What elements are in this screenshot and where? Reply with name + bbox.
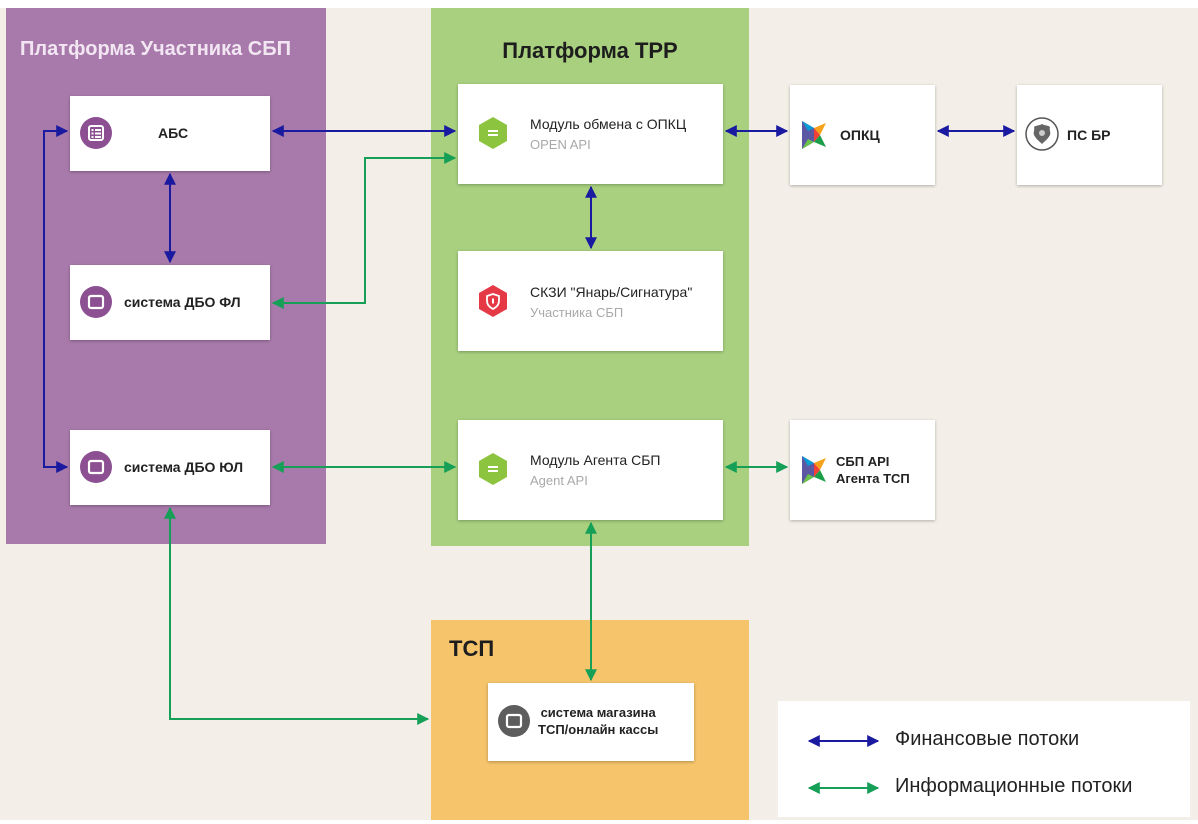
agent-module-api-label: Agent API [530, 473, 588, 488]
sbp-api-label: СБП API Агента ТСП [836, 453, 910, 487]
skzi-label: СКЗИ "Янарь/Сигнатура" [530, 284, 693, 300]
dbo-fl-label: система ДБО ФЛ [124, 294, 241, 310]
shop-line2: ТСП/онлайн кассы [538, 722, 659, 737]
window-icon [498, 705, 530, 737]
skzi-sub-label: Участника СБП [530, 305, 624, 320]
shop-system-node[interactable]: система магазина ТСП/онлайн кассы [488, 683, 694, 761]
sbp-api-line2: Агента ТСП [836, 471, 910, 486]
dbo-ul-label: система ДБО ЮЛ [124, 459, 244, 475]
sbp-logo-icon [798, 454, 830, 486]
sbp-api-agent-node[interactable]: СБП API Агента ТСП [790, 420, 935, 520]
legend-informational-label: Информационные потоки [895, 775, 1133, 797]
shop-line1: система магазина [540, 705, 656, 720]
dbo-fl-node[interactable]: система ДБО ФЛ [70, 265, 270, 340]
sbp-logo-icon [798, 119, 830, 151]
legend: Финансовые потоки Информационные потоки [778, 701, 1190, 817]
list-icon [80, 117, 112, 149]
dbo-ul-node[interactable]: система ДБО ЮЛ [70, 430, 270, 505]
opkc-node[interactable]: ОПКЦ [790, 85, 935, 185]
sbp-api-line1: СБП API [836, 454, 890, 469]
bank-of-russia-emblem-icon [1025, 117, 1059, 151]
opkc-label: ОПКЦ [840, 127, 880, 143]
opkc-module-api-label: OPEN API [530, 137, 591, 152]
dbo-fl-opkc-module-info-arrow [271, 152, 457, 309]
sbp-agent-module-node[interactable]: Модуль Агента СБП Agent API [458, 420, 723, 520]
hexagon-module-icon [478, 116, 508, 150]
dbo-ul-tsp-info-arrow [164, 506, 430, 725]
skzi-node[interactable]: СКЗИ "Янарь/Сигнатура" Участника СБП [458, 251, 723, 351]
tsp-title: ТСП [449, 636, 495, 661]
shield-hexagon-icon [478, 284, 508, 318]
legend-financial-label: Финансовые потоки [895, 728, 1080, 750]
participant-platform-title: Платформа Участника СБП [20, 38, 291, 60]
abs-dbo-ul-financial-arrow [43, 125, 69, 473]
agent-module-label: Модуль Агента СБП [530, 452, 661, 468]
ps-br-node[interactable]: ПС БР [1017, 85, 1162, 185]
ps-br-label: ПС БР [1067, 127, 1111, 143]
shop-system-label: система магазина ТСП/онлайн кассы [538, 704, 658, 738]
opkc-module-label: Модуль обмена с ОПКЦ [530, 116, 687, 132]
opkc-exchange-module-node[interactable]: Модуль обмена с ОПКЦ OPEN API [458, 84, 723, 184]
abs-node[interactable]: АБС [70, 96, 270, 171]
abs-label: АБС [158, 125, 189, 141]
hexagon-module-icon [478, 452, 508, 486]
trr-platform-title: Платформа ТРР [502, 38, 678, 63]
window-icon [80, 451, 112, 483]
window-icon [80, 286, 112, 318]
